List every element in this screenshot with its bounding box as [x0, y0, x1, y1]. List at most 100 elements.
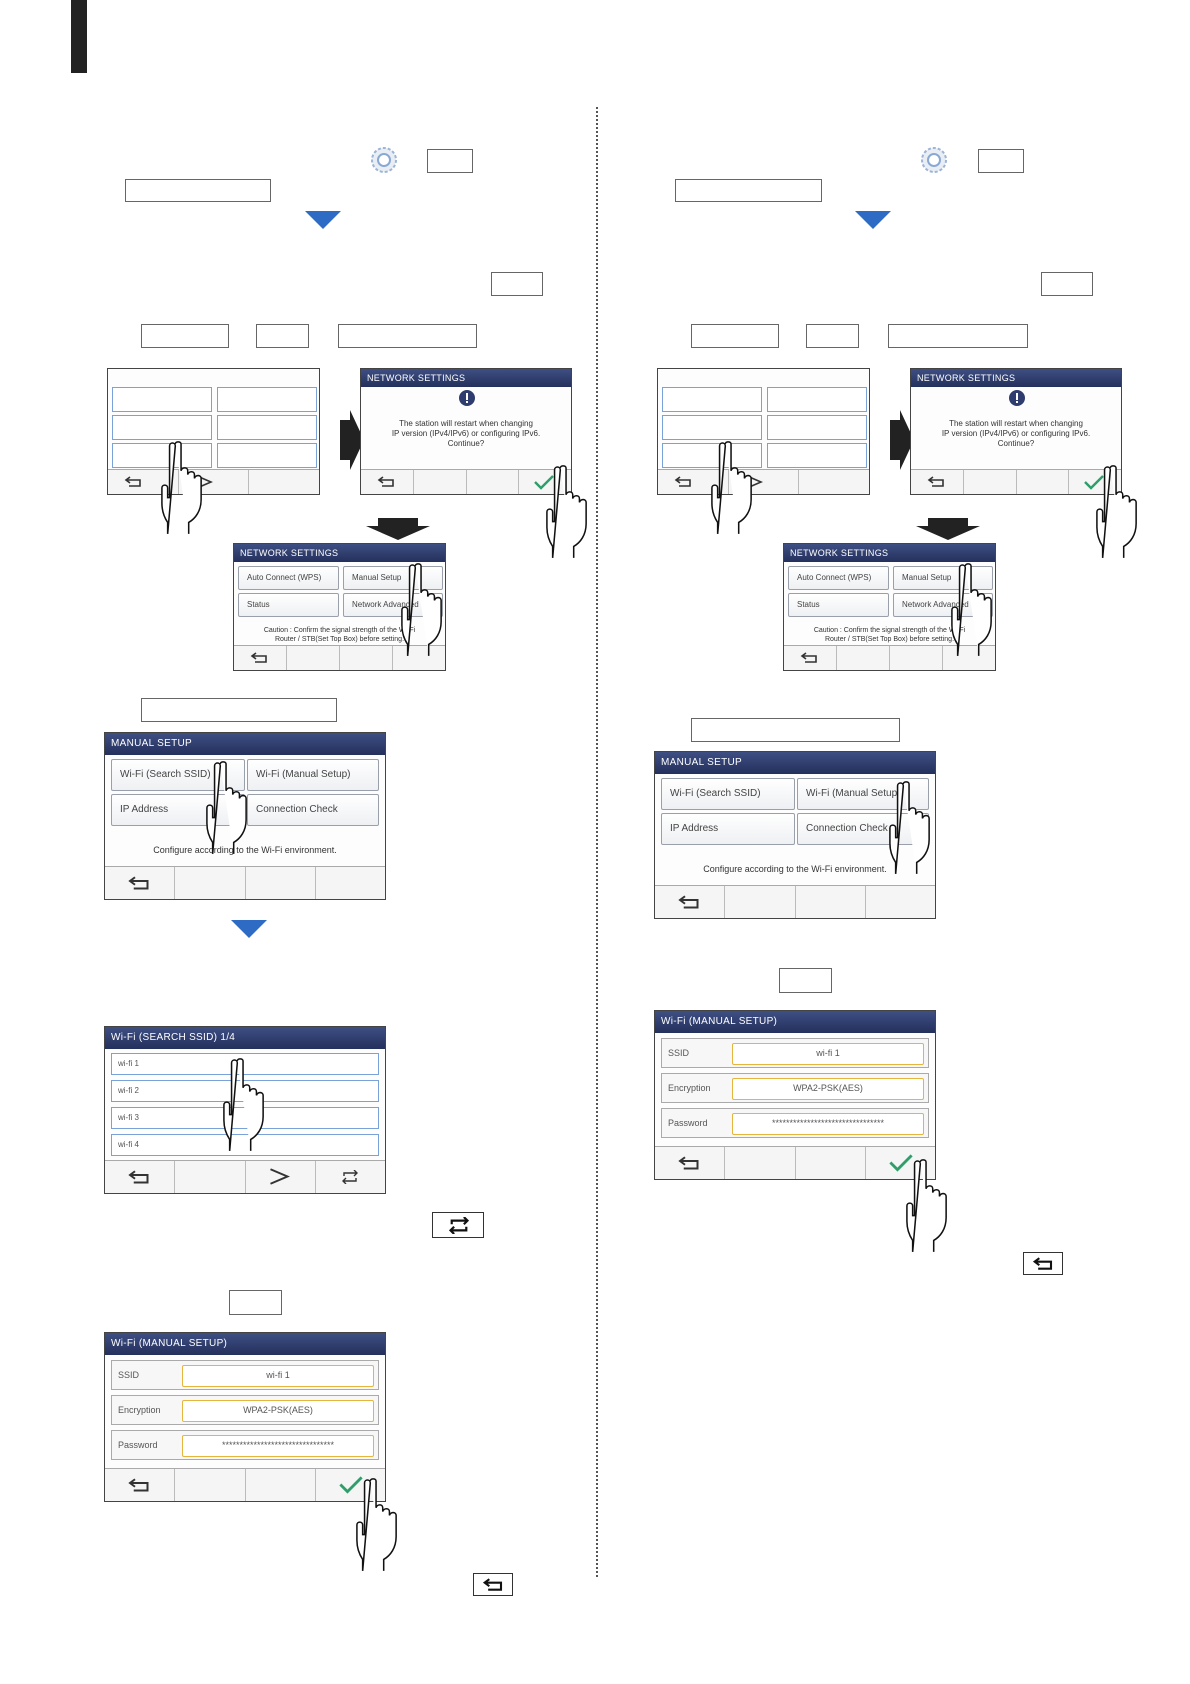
right-arrow-icon [340, 410, 364, 470]
back-button[interactable] [911, 470, 964, 494]
menu-button[interactable] [112, 415, 212, 440]
caution-line: Caution : Confirm the signal strength of… [813, 627, 966, 634]
toolbar-slot [796, 886, 866, 918]
screen-header: NETWORK SETTINGS [911, 369, 1121, 387]
toolbar [108, 469, 319, 494]
ip-address-button[interactable]: IP Address [661, 813, 795, 845]
encryption-field[interactable]: WPA2-PSK(AES) [182, 1400, 374, 1422]
ssid-row: SSID wi-fi 1 [661, 1038, 929, 1068]
auto-connect-wps-button[interactable]: Auto Connect (WPS) [788, 566, 889, 590]
wifi-manual-setup-screen: Wi-Fi (MANUAL SETUP) SSID wi-fi 1 Encryp… [654, 1010, 936, 1180]
wifi-manual-setup-button[interactable]: Wi-Fi (Manual Setup) [247, 759, 379, 791]
right-arrow-icon [890, 410, 914, 470]
ssid-list-item[interactable]: wi-fi 1 [111, 1053, 379, 1075]
toolbar-slot [725, 1147, 796, 1179]
refresh-button[interactable] [316, 1161, 385, 1193]
status-button[interactable]: Status [238, 593, 339, 617]
toolbar-slot [799, 470, 869, 494]
toolbar-slot [1017, 470, 1070, 494]
wifi-search-ssid-button[interactable]: Wi-Fi (Search SSID) [661, 778, 795, 810]
menu-button[interactable] [767, 415, 867, 440]
down-arrow-icon [916, 518, 980, 540]
back-button-illustration [473, 1573, 513, 1596]
step-button-placeholder [491, 272, 543, 296]
toolbar-slot [890, 646, 943, 670]
encryption-label: Encryption [118, 1405, 161, 1415]
menu-button[interactable] [217, 415, 317, 440]
toolbar [105, 1468, 385, 1501]
menu-button[interactable] [767, 387, 867, 412]
next-page-button[interactable] [246, 1161, 316, 1193]
menu-button[interactable] [217, 387, 317, 412]
back-arrow-icon [128, 876, 149, 890]
menu-button[interactable] [112, 443, 212, 468]
back-button[interactable] [784, 646, 837, 670]
menu-button[interactable] [217, 443, 317, 468]
menu-button[interactable] [112, 387, 212, 412]
back-button[interactable] [655, 1147, 726, 1179]
menu-button[interactable] [767, 443, 867, 468]
step-button-placeholder [806, 324, 859, 348]
menu-button[interactable] [662, 415, 762, 440]
back-button[interactable] [105, 867, 176, 899]
search-ssid-screen: Wi-Fi (SEARCH SSID) 1/4 wi-fi 1 wi-fi 2 … [104, 1026, 386, 1194]
refresh-icon [341, 1170, 358, 1184]
step-down-arrow-icon [305, 211, 341, 229]
settings-screen-blank [107, 368, 320, 495]
back-arrow-icon [482, 1578, 503, 1591]
settings-screen-blank [657, 368, 870, 495]
pointing-hand-icon [889, 781, 930, 875]
pointing-hand-icon [161, 441, 202, 535]
caution-line: Router / STB(Set Top Box) before setting… [824, 636, 955, 643]
password-label: Password [118, 1440, 158, 1450]
menu-button[interactable] [662, 443, 762, 468]
back-button[interactable] [361, 470, 414, 494]
manual-setup-button[interactable]: Manual Setup [343, 566, 443, 590]
setup-note: Configure according to the Wi-Fi environ… [703, 864, 887, 874]
toolbar [105, 1160, 385, 1193]
confirm-button[interactable] [866, 1147, 935, 1179]
settings-gear-icon [371, 147, 397, 173]
encryption-label: Encryption [668, 1083, 711, 1093]
connection-check-button[interactable]: Connection Check [247, 794, 379, 826]
confirm-button[interactable] [519, 470, 571, 494]
menu-button[interactable] [662, 387, 762, 412]
connection-check-button[interactable]: Connection Check [797, 813, 929, 845]
status-button[interactable]: Status [788, 593, 889, 617]
back-button[interactable] [658, 470, 729, 494]
checkmark-icon [1084, 475, 1105, 490]
screen-header: Wi-Fi (MANUAL SETUP) [105, 1333, 385, 1355]
manual-setup-screen: MANUAL SETUP Wi-Fi (Search SSID) Wi-Fi (… [104, 732, 386, 900]
ip-address-button[interactable]: IP Address [111, 794, 245, 826]
ssid-list-item[interactable]: wi-fi 4 [111, 1134, 379, 1156]
confirm-button[interactable] [316, 1469, 385, 1501]
password-field[interactable]: ******************************** [732, 1113, 924, 1135]
toolbar-slot [316, 867, 385, 899]
confirm-message-line: IP version (IPv4/IPv6) or configuring IP… [941, 429, 1091, 438]
ssid-field[interactable]: wi-fi 1 [732, 1043, 924, 1065]
back-button[interactable] [655, 886, 726, 918]
ssid-field[interactable]: wi-fi 1 [182, 1365, 374, 1387]
refresh-icon [448, 1217, 470, 1234]
confirm-message-line: The station will restart when changing [399, 419, 533, 428]
screen-header: NETWORK SETTINGS [784, 544, 995, 562]
auto-connect-wps-button[interactable]: Auto Connect (WPS) [238, 566, 339, 590]
back-arrow-icon [128, 1478, 149, 1492]
step-button-placeholder [141, 324, 229, 348]
back-arrow-icon [678, 1156, 699, 1170]
back-button[interactable] [108, 470, 179, 494]
back-button[interactable] [105, 1161, 176, 1193]
confirm-button[interactable] [1069, 470, 1121, 494]
settings-gear-icon [921, 147, 947, 173]
manual-setup-button[interactable]: Manual Setup [893, 566, 993, 590]
checkmark-icon [889, 1154, 913, 1172]
pointing-hand-icon [1096, 465, 1137, 559]
back-button[interactable] [105, 1469, 176, 1501]
screen-header: MANUAL SETUP [655, 752, 935, 774]
confirm-message-line: Continue? [997, 439, 1035, 448]
toolbar [655, 1146, 935, 1179]
back-button[interactable] [234, 646, 287, 670]
step-button-placeholder [338, 324, 477, 348]
password-field[interactable]: ******************************** [182, 1435, 374, 1457]
encryption-field[interactable]: WPA2-PSK(AES) [732, 1078, 924, 1100]
